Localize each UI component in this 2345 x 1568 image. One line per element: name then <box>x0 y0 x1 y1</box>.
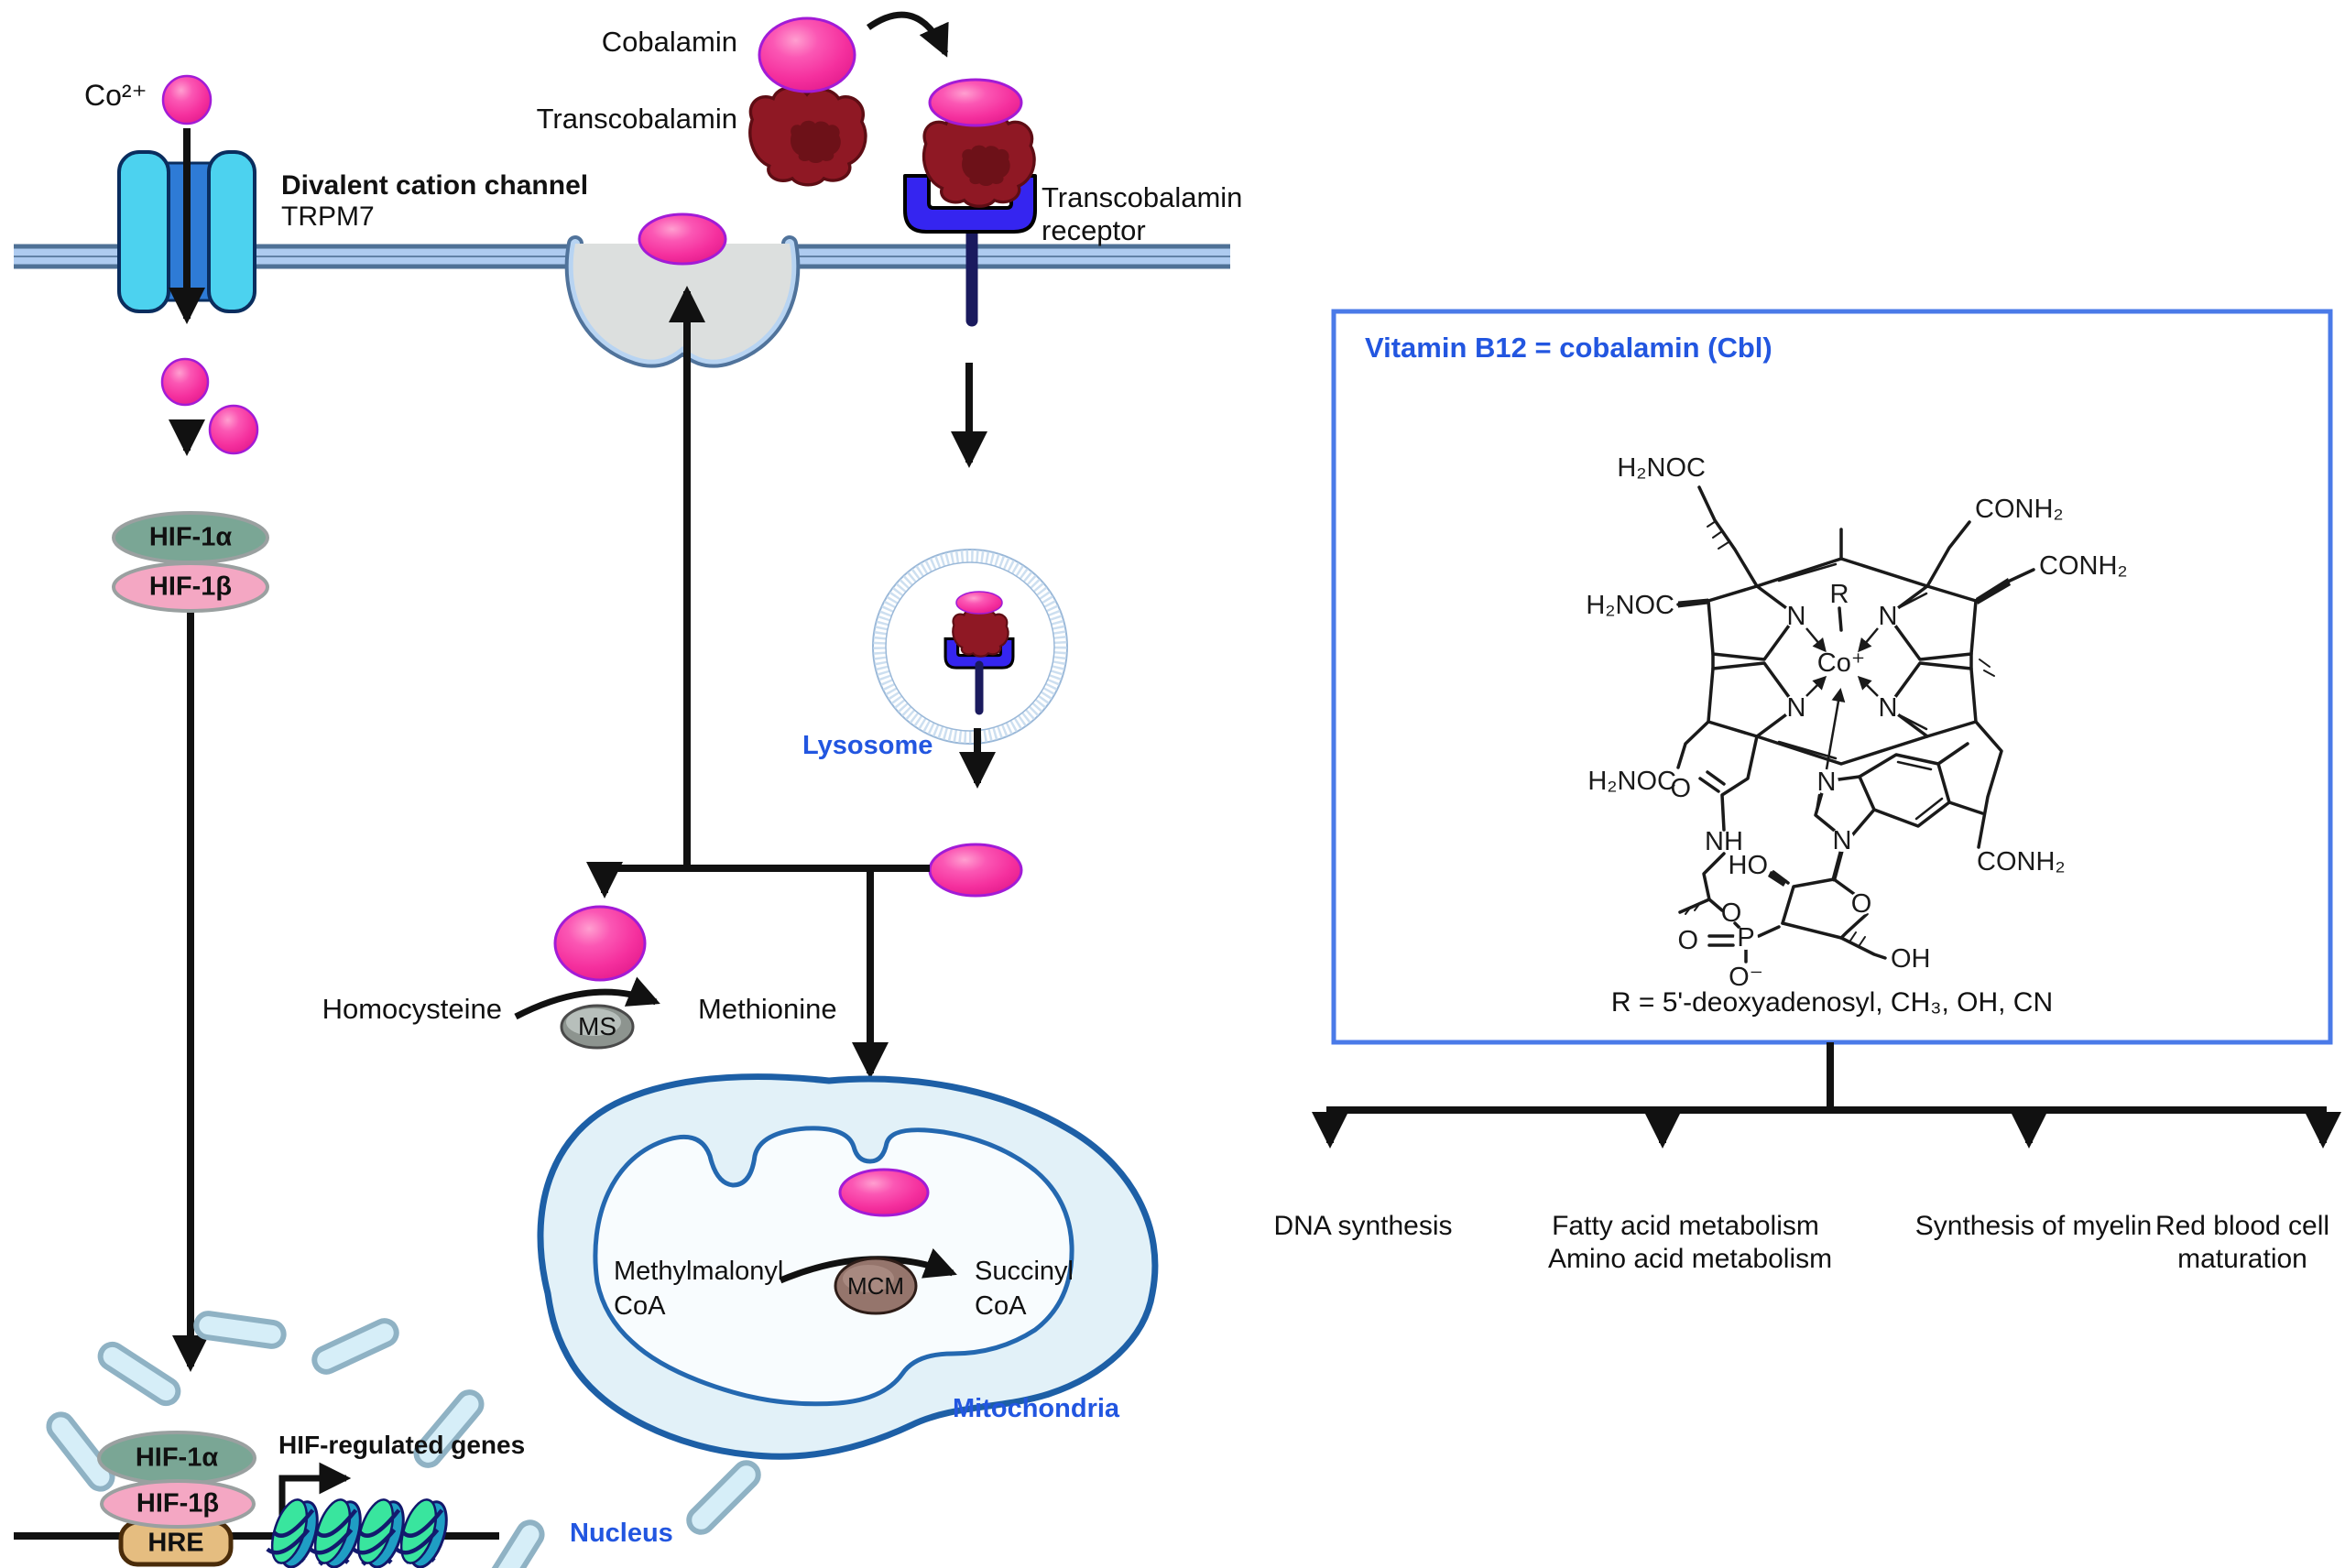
receptor-label-line1: Transcobalamin <box>1042 181 1243 213</box>
cobalt-ions <box>160 74 259 455</box>
outcome-tree <box>1312 1042 2341 1149</box>
outcome-fatty-line1: Fatty acid metabolism <box>1552 1211 1819 1241</box>
atom-n-benz1: N <box>1817 768 1837 797</box>
sidechain-conh2-3: CONH₂ <box>1977 847 2066 877</box>
atom-o-ribose: O <box>1851 889 1872 919</box>
mitochondria <box>537 1073 1159 1460</box>
sidechain-h2noc-3: H₂NOC <box>1587 767 1676 796</box>
outcome-dna-line1: DNA synthesis <box>1273 1211 1453 1241</box>
atom-n-benz2: N <box>1833 826 1852 855</box>
b12-caption: R = 5'-deoxyadenosyl, CH₃, OH, CN <box>1610 987 2054 1018</box>
atom-o-double: O <box>1677 926 1698 955</box>
free-cobalamin-cytosol <box>928 843 1023 898</box>
sidechain-conh2-1: CONH₂ <box>1975 495 2064 524</box>
outcome-fatty-line2: Amino acid metabolism <box>1548 1244 1833 1274</box>
b12-panel-title: Vitamin B12 = cobalamin (Cbl) <box>1365 332 1772 364</box>
mitochondria-label: Mitochondria <box>953 1394 1120 1423</box>
sidechain-conh2-2: CONH₂ <box>2039 551 2128 581</box>
cobalamin-transcobalamin-free <box>748 16 867 187</box>
lysosome-label: Lysosome <box>802 731 933 760</box>
methylmalonyl-line1: Methylmalonyl <box>614 1257 784 1286</box>
nucleus-label: Nucleus <box>570 1519 673 1548</box>
transcobalamin-receptor <box>903 78 1037 327</box>
cobalamin-label: Cobalamin <box>601 26 737 58</box>
b12-molecule-structure: R Co⁺ N N N N H₂NOC H₂NOC H₂NOC CONH₂ CO… <box>1586 453 2127 992</box>
methionine-label: Methionine <box>698 993 837 1025</box>
atom-o-minus: O⁻ <box>1729 963 1763 992</box>
succinyl-line2: CoA <box>975 1291 1027 1321</box>
hif-complex-nucleus <box>97 1431 256 1567</box>
receptor-recycle-arrow <box>669 286 927 872</box>
atom-oh: OH <box>1891 944 1931 974</box>
atom-p: P <box>1737 923 1754 953</box>
atom-n-nw: N <box>1787 602 1806 631</box>
hif1b-cytosol-label: HIF-1β <box>148 572 233 602</box>
outcome-myelin-line1: Synthesis of myelin <box>1914 1211 2153 1241</box>
plasma-membrane <box>14 244 1230 269</box>
ms-reaction-arrow <box>514 976 660 1020</box>
branch-to-ms-arrow <box>586 862 930 898</box>
atom-co: Co⁺ <box>1817 648 1865 678</box>
atom-o-carbonyl: O <box>1670 774 1691 803</box>
atom-r: R <box>1830 580 1849 609</box>
ms-enzyme-badge <box>560 1004 635 1050</box>
sidechain-h2noc-1: H₂NOC <box>1617 453 1706 483</box>
chromatin-nucleosomes <box>266 1498 448 1568</box>
mcm-enzyme-label: MCM <box>846 1272 905 1301</box>
outcome-rbc-line1: Red blood cell <box>2154 1211 2330 1241</box>
hif-genes-label: HIF-regulated genes <box>278 1431 526 1459</box>
channel-sublabel: TRPM7 <box>281 201 375 232</box>
hif1b-nucleus-label: HIF-1β <box>136 1488 220 1519</box>
receptor-label-line2: receptor <box>1042 214 1146 246</box>
ms-enzyme-label: MS <box>578 1011 616 1040</box>
co-ion-label: Co²⁺ <box>84 79 147 112</box>
hif1a-cytosol-label: HIF-1α <box>148 522 233 552</box>
transcobalamin-label: Transcobalamin <box>536 103 737 135</box>
cobalamin-ms-cofactor <box>553 905 647 982</box>
co-entry-arrows <box>169 128 209 1372</box>
binding-arrow <box>866 11 949 58</box>
hif-complex-cytosol <box>112 511 269 613</box>
channel-label: Divalent cation channel <box>281 170 589 201</box>
atom-n-sw: N <box>1787 693 1806 723</box>
hif1a-nucleus-label: HIF-1α <box>135 1443 219 1473</box>
atom-o-ether: O <box>1721 898 1742 928</box>
atom-nh: NH <box>1705 827 1743 856</box>
exocytosis-pit <box>564 235 801 368</box>
released-cobalamin-pit <box>638 212 727 266</box>
methylmalonyl-line2: CoA <box>614 1291 666 1321</box>
hre-label: HRE <box>147 1528 204 1558</box>
lysosome <box>872 549 1068 745</box>
atom-n-se: N <box>1879 693 1898 723</box>
atom-ho: HO <box>1729 851 1769 880</box>
homocysteine-label: Homocysteine <box>322 993 502 1025</box>
succinyl-line1: Succinyl <box>975 1257 1074 1286</box>
sidechain-h2noc-2: H₂NOC <box>1586 591 1674 620</box>
atom-n-ne: N <box>1879 602 1898 631</box>
outcome-rbc-line2: maturation <box>2177 1244 2307 1274</box>
